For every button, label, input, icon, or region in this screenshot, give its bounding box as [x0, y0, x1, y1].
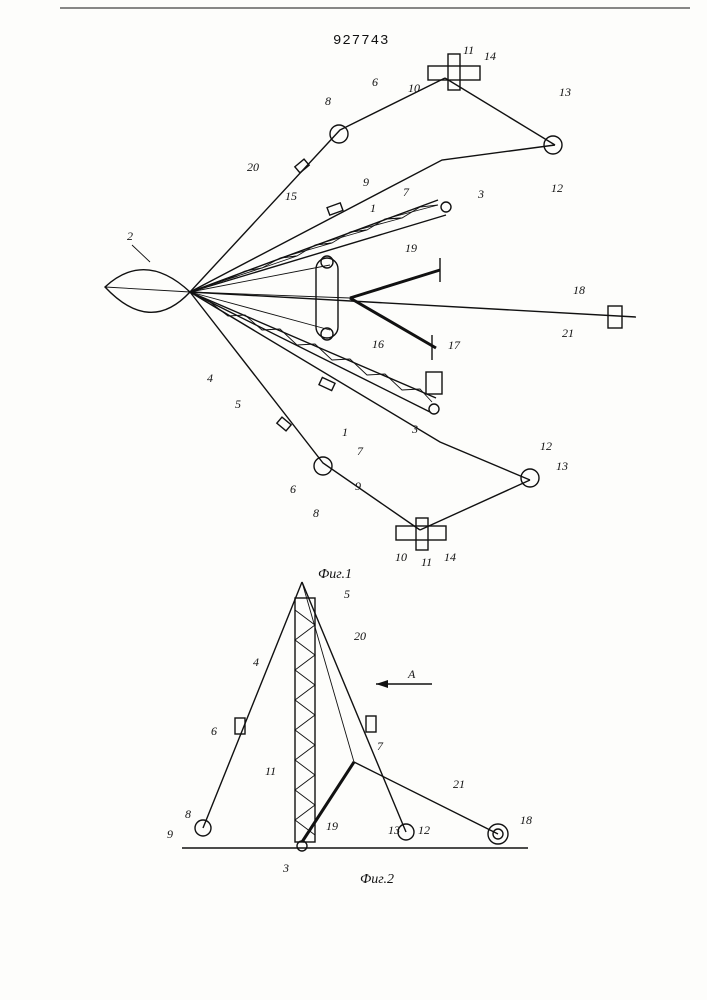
fig2-label-8: 8: [185, 807, 191, 821]
fig1-label-10a: 10: [408, 81, 420, 95]
fig1-winch-lower: [396, 526, 446, 540]
fig1-label-9a: 9: [363, 175, 369, 189]
fig1-pivot-3-upper: [441, 202, 451, 212]
fig2-guy-4-6: [203, 582, 302, 828]
fig1-label-11b: 11: [421, 555, 432, 569]
fig1-upper-guy-7: [190, 145, 555, 292]
fig1-label-21: 21: [562, 326, 574, 340]
fig1-label-18: 18: [573, 283, 585, 297]
fig2-label-18: 18: [520, 813, 532, 827]
fig2-label-19: 19: [326, 819, 338, 833]
fig1-post-15: [316, 258, 338, 338]
fig1-lower-link: [420, 480, 530, 530]
fig1-pivot-3-lower: [429, 404, 439, 414]
fig1-label-6b: 6: [290, 482, 296, 496]
fig1-label-11a: 11: [463, 43, 474, 57]
fig1-label-9b: 9: [355, 479, 361, 493]
fig1-pulley-8-upper: [330, 125, 348, 143]
fig1-label-7a: 7: [403, 185, 410, 199]
fig1-lens-axis: [105, 287, 190, 292]
fig2-label-5: 5: [344, 587, 350, 601]
fig1-lower-truss: [190, 292, 439, 414]
fig2-label-11: 11: [265, 764, 276, 778]
fig1-label-12b: 12: [540, 439, 552, 453]
fig1-label-1b: 1: [342, 425, 348, 439]
fig1-upper-link: [445, 78, 555, 145]
fig2-label-20: 20: [354, 629, 366, 643]
fig2-label-4: 4: [253, 655, 259, 669]
fig1-label-10b: 10: [395, 550, 407, 564]
fig2-label-13: 13: [388, 823, 400, 837]
fig1-pulley-8-lower: [314, 457, 332, 475]
fig1-label-3b: 3: [411, 422, 418, 436]
fig1-label-2: 2: [127, 229, 133, 243]
fig1-label-17: 17: [448, 338, 461, 352]
fig2-view-label: А: [407, 667, 416, 681]
fig1-label-13a: 13: [559, 85, 571, 99]
fig2-caption: Фиг.2: [360, 872, 394, 887]
fig1-label-20: 20: [247, 160, 259, 174]
fig1-label-12a: 12: [551, 181, 563, 195]
fig1-brace-19-upper: [350, 270, 440, 298]
figure-2: А 4 5 20 6 7 11 21 8 9 19 13 12 18 3 Фиг…: [167, 582, 532, 887]
fig2-line-20: [302, 582, 354, 762]
fig1-label-4: 4: [207, 371, 213, 385]
fig1-anchor-18: [608, 306, 622, 328]
fig1-caption: Фиг.1: [318, 567, 352, 582]
fig1-guy-21: [190, 292, 636, 317]
patent-number: 927743: [333, 33, 389, 49]
fig1-leader-2: [132, 245, 150, 262]
fig2-label-21: 21: [453, 777, 465, 791]
fig1-lower-guy-6: [190, 292, 420, 530]
fig1-label-6a: 6: [372, 75, 378, 89]
fig2-guy-5-7: [302, 582, 406, 832]
fig1-label-13b: 13: [556, 459, 568, 473]
fig1-label-3a: 3: [477, 187, 484, 201]
fig1-label-1a: 1: [370, 201, 376, 215]
fig1-anchor-17: [426, 372, 442, 394]
fig1-label-15: 15: [285, 189, 297, 203]
fig2-truss-mast: [295, 598, 315, 842]
fig1-label-19: 19: [405, 241, 417, 255]
fig2-label-12: 12: [418, 823, 430, 837]
fig2-label-9: 9: [167, 827, 173, 841]
fig1-label-7b: 7: [357, 444, 364, 458]
fig2-label-7: 7: [377, 739, 384, 753]
figure-1: 11 14 10 6 8 13 12 9 7 3 1 20 15 2 19 18…: [105, 43, 636, 582]
fig2-label-6: 6: [211, 724, 217, 738]
fig1-label-8a: 8: [325, 94, 331, 108]
fig1-label-14b: 14: [444, 550, 456, 564]
fig1-winch-upper: [428, 66, 480, 80]
fig1-label-5: 5: [235, 397, 241, 411]
fig1-label-16: 16: [372, 337, 384, 351]
fig1-label-14a: 14: [484, 49, 496, 63]
fig1-label-8b: 8: [313, 506, 319, 520]
fig2-label-3: 3: [282, 861, 289, 875]
